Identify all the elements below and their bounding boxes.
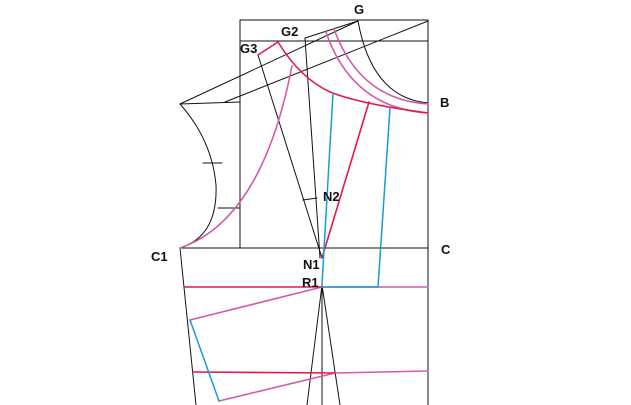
label-c: C [441, 242, 451, 257]
side-seam [179, 247, 197, 405]
blue-lines [189, 92, 391, 402]
label-g: G [354, 2, 365, 17]
label-n1: N1 [303, 257, 320, 272]
top-rectangle [239, 19, 429, 42]
diagonal-top-right [224, 20, 429, 103]
label-g3: G3 [240, 41, 258, 56]
shoulder-red [257, 40, 429, 114]
dart-red [321, 101, 370, 259]
neckline-curve-inner [333, 28, 429, 105]
armhole-magenta [179, 65, 293, 249]
shoulder-horizontal [179, 101, 241, 105]
neck-arc [357, 20, 429, 104]
red-lines [183, 40, 429, 374]
fan-line [321, 284, 341, 405]
g3-dart-line [257, 54, 323, 259]
n2-tick [302, 197, 318, 201]
g2-vertical [304, 37, 321, 259]
magenta-lines [179, 28, 429, 402]
label-c1: C1 [151, 249, 168, 264]
label-g2: G2 [281, 24, 299, 39]
construction-lines [179, 19, 429, 405]
label-b: B [440, 95, 450, 110]
diagonal-g-left [179, 20, 359, 105]
fan-line [306, 284, 323, 405]
g2-line [304, 20, 359, 39]
label-n2: N2 [323, 189, 340, 204]
label-r1: R1 [302, 275, 319, 290]
armhole-curve [179, 103, 217, 249]
